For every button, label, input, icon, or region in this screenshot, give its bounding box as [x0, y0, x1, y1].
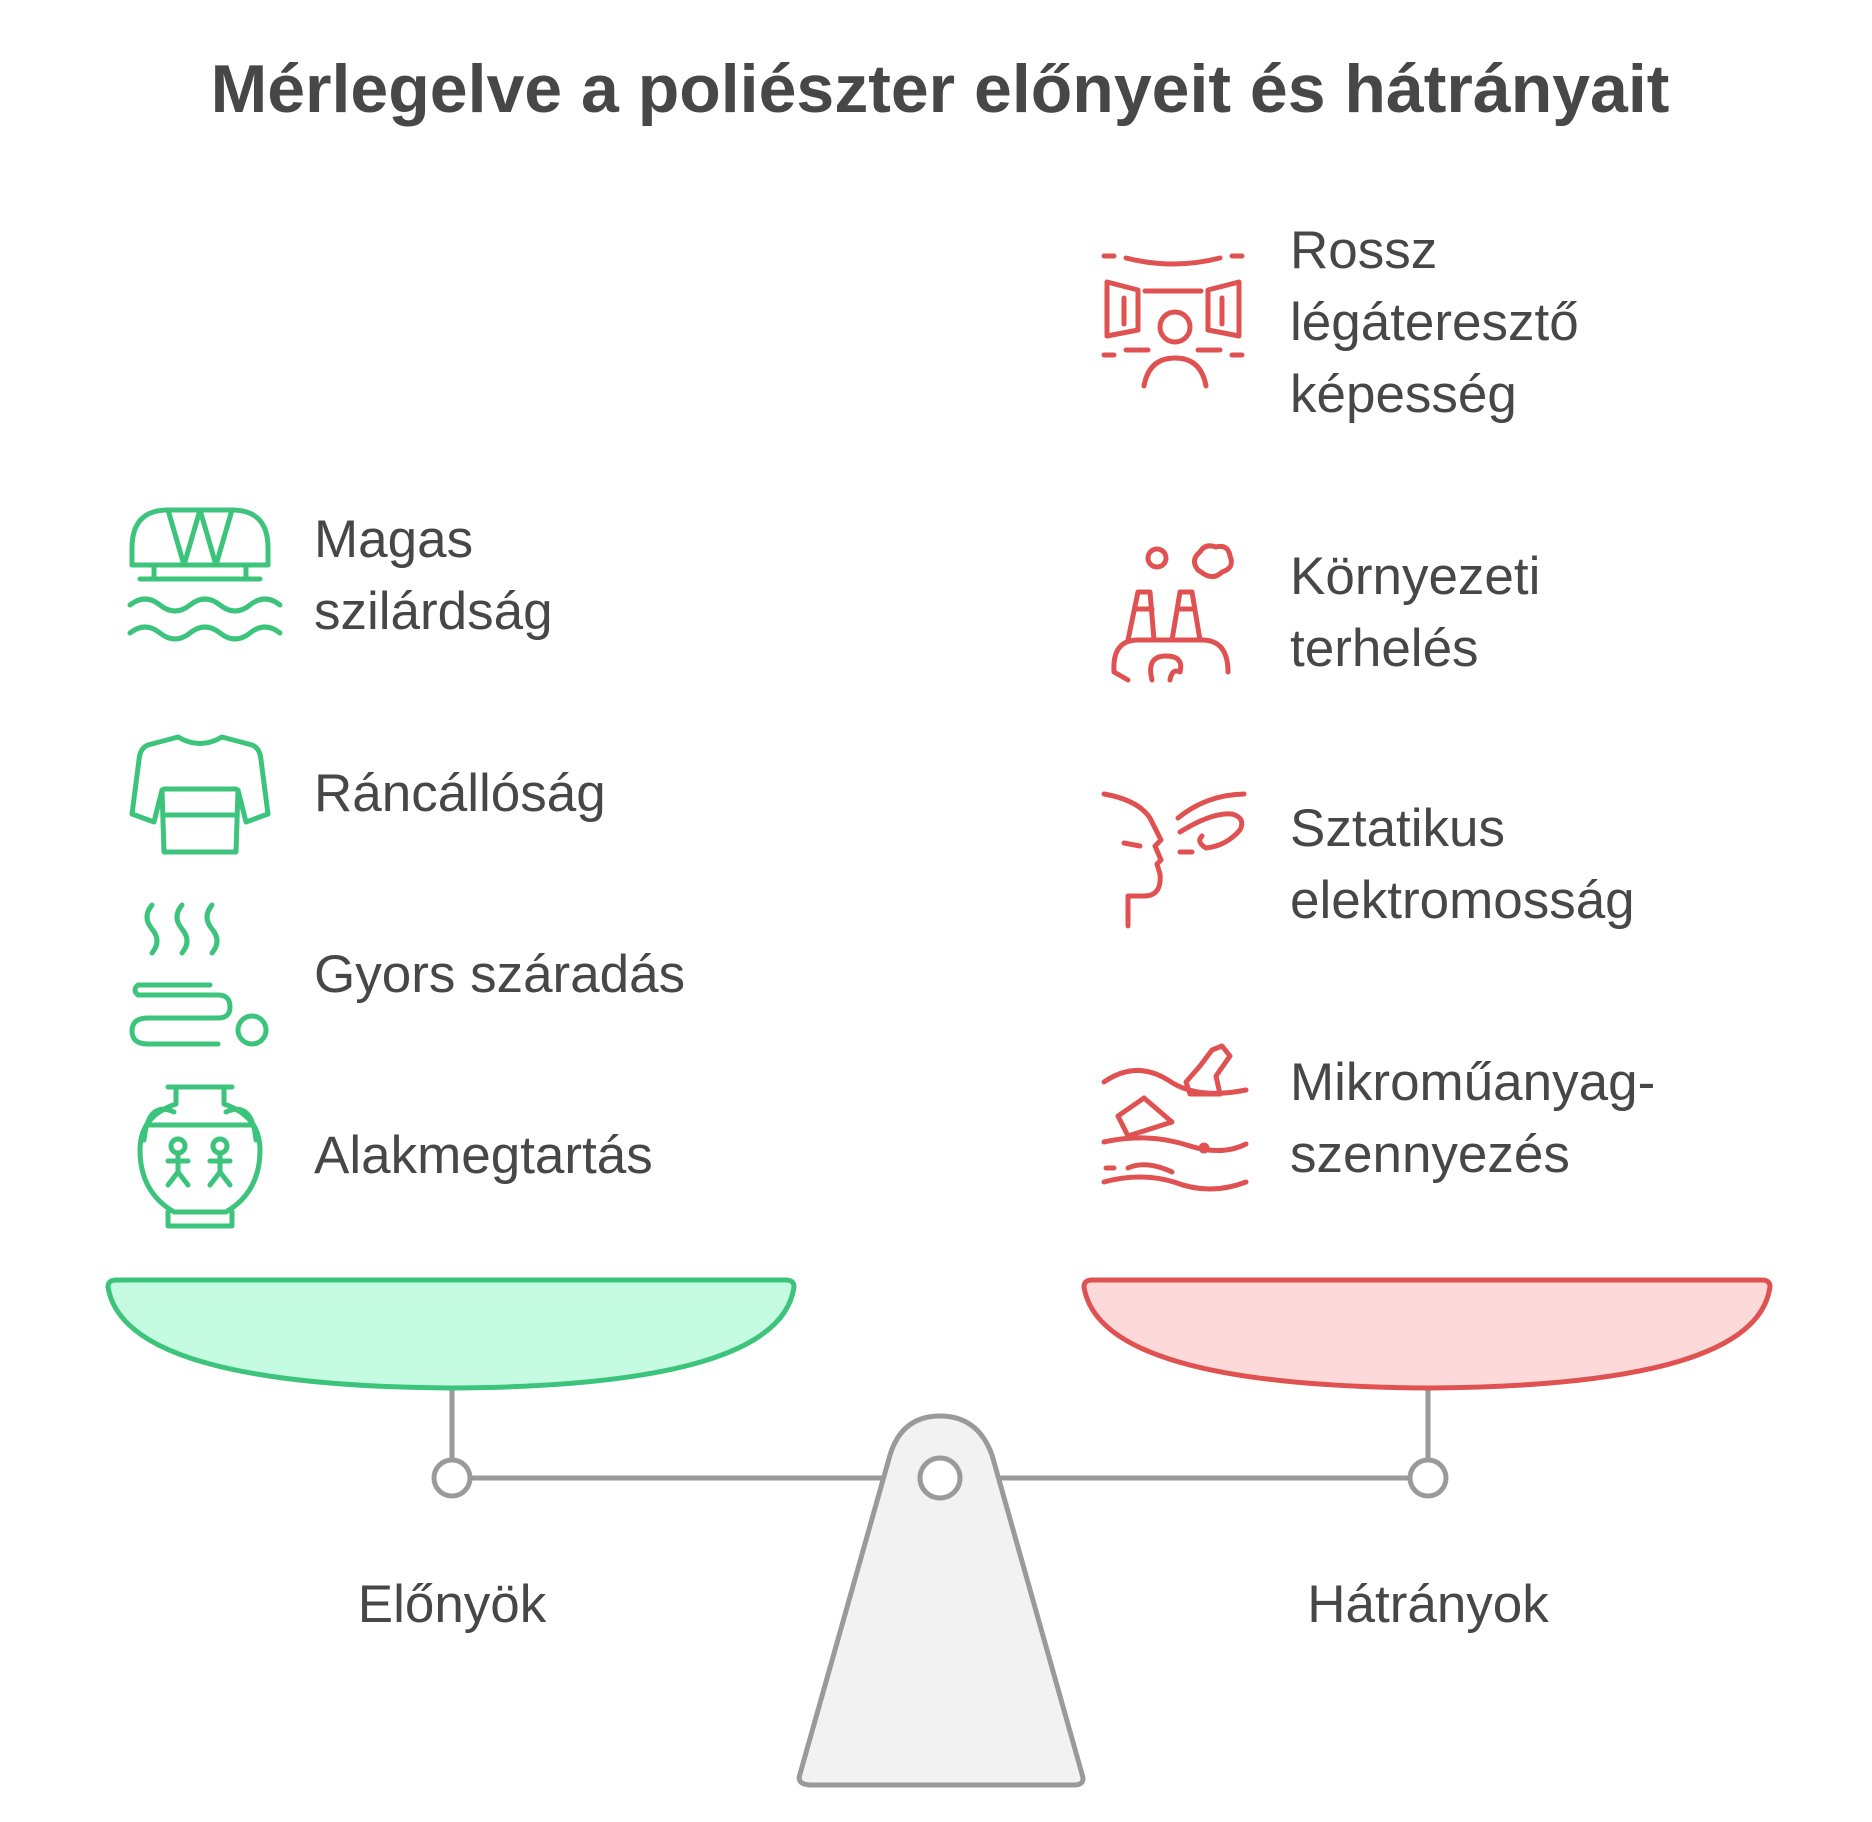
ocean-plastic-icon [1101, 1043, 1249, 1192]
con-item-poor-breathability-line-3: képesség [1290, 365, 1517, 424]
pros-pivot-circle [431, 1457, 473, 1499]
scale-fulcrum [796, 1413, 1086, 1788]
enclosed-person-icon [1101, 253, 1245, 389]
pro-item-quick-drying: Gyors száradás [129, 902, 685, 1047]
balance-scale [105, 1277, 1773, 1788]
con-item-static-electricity: Sztatikus elektromosság [1101, 791, 1635, 930]
con-item-microplastic-pollution: Mikroműanyag- szennyezés [1101, 1043, 1670, 1192]
svg-text:Magas szilárdság: Magas szilárdság [314, 510, 553, 641]
drying-towel-icon [129, 902, 269, 1047]
con-item-poor-breathability-line-2: légáteresztő [1290, 293, 1579, 352]
con-item-environmental-burden-line-1: Környezeti [1290, 547, 1540, 606]
con-item-environmental-burden: Környezeti terhelés [1111, 543, 1555, 683]
svg-text:Rossz légáteresztő: Rossz légáteresztő képesség [1290, 221, 1593, 424]
con-item-microplastic-pollution-line-2: szennyezés [1290, 1125, 1570, 1184]
pro-item-shape-retention: Alakmegtartás [137, 1084, 653, 1229]
con-item-microplastic-pollution-line-1: Mikroműanyag- [1290, 1053, 1655, 1112]
cons-label: Hátrányok [1307, 1575, 1549, 1634]
cons-pivot-circle [1407, 1457, 1449, 1499]
svg-text:Sztatikus elektromossá: Sztatikus elektromosság [1290, 799, 1635, 930]
bridge-icon [127, 507, 283, 642]
pro-item-shape-retention-line-1: Alakmegtartás [314, 1126, 653, 1185]
pros-list: Magas szilárdság Ráncállóság [127, 507, 685, 1229]
svg-text:Ráncállóság: Ráncállóság [314, 764, 606, 823]
con-item-poor-breathability: Rossz légáteresztő képesség [1101, 221, 1593, 424]
pros-label: Előnyök [358, 1575, 547, 1634]
svg-text:Alakmegtartás: Alakmegtartás [314, 1126, 653, 1185]
con-item-static-electricity-line-1: Sztatikus [1290, 799, 1505, 858]
con-item-poor-breathability-line-1: Rossz [1290, 221, 1437, 280]
pro-item-high-strength: Magas szilárdság [127, 507, 553, 642]
vase-icon [137, 1084, 263, 1229]
pro-item-wrinkle-resistance-line-1: Ráncállóság [314, 764, 606, 823]
diagram-title: Mérlegelve a poliészter előnyeit és hátr… [211, 51, 1670, 127]
pro-item-quick-drying-line-1: Gyors száradás [314, 945, 685, 1004]
static-shock-icon [1101, 791, 1247, 929]
cons-pan [1081, 1277, 1773, 1391]
pro-item-high-strength-line-2: szilárdság [314, 582, 553, 641]
pro-item-wrinkle-resistance: Ráncállóság [129, 734, 606, 855]
con-item-environmental-burden-line-2: terhelés [1290, 619, 1479, 678]
shirt-icon [129, 734, 271, 855]
svg-text:Mikroműanyag- szennyez: Mikroműanyag- szennyezés [1290, 1053, 1670, 1184]
pollution-earth-icon [1111, 543, 1234, 683]
scale-fulcrum-pivot [917, 1455, 963, 1501]
con-item-static-electricity-line-2: elektromosság [1290, 871, 1635, 930]
svg-text:Környezeti terhelés: Környezeti terhelés [1290, 547, 1555, 678]
pro-item-high-strength-line-1: Magas [314, 510, 473, 569]
cons-list: Rossz légáteresztő képesség Környezeti t… [1101, 221, 1670, 1192]
svg-text:Gyors száradás: Gyors száradás [314, 945, 685, 1004]
pros-pan [105, 1277, 797, 1391]
